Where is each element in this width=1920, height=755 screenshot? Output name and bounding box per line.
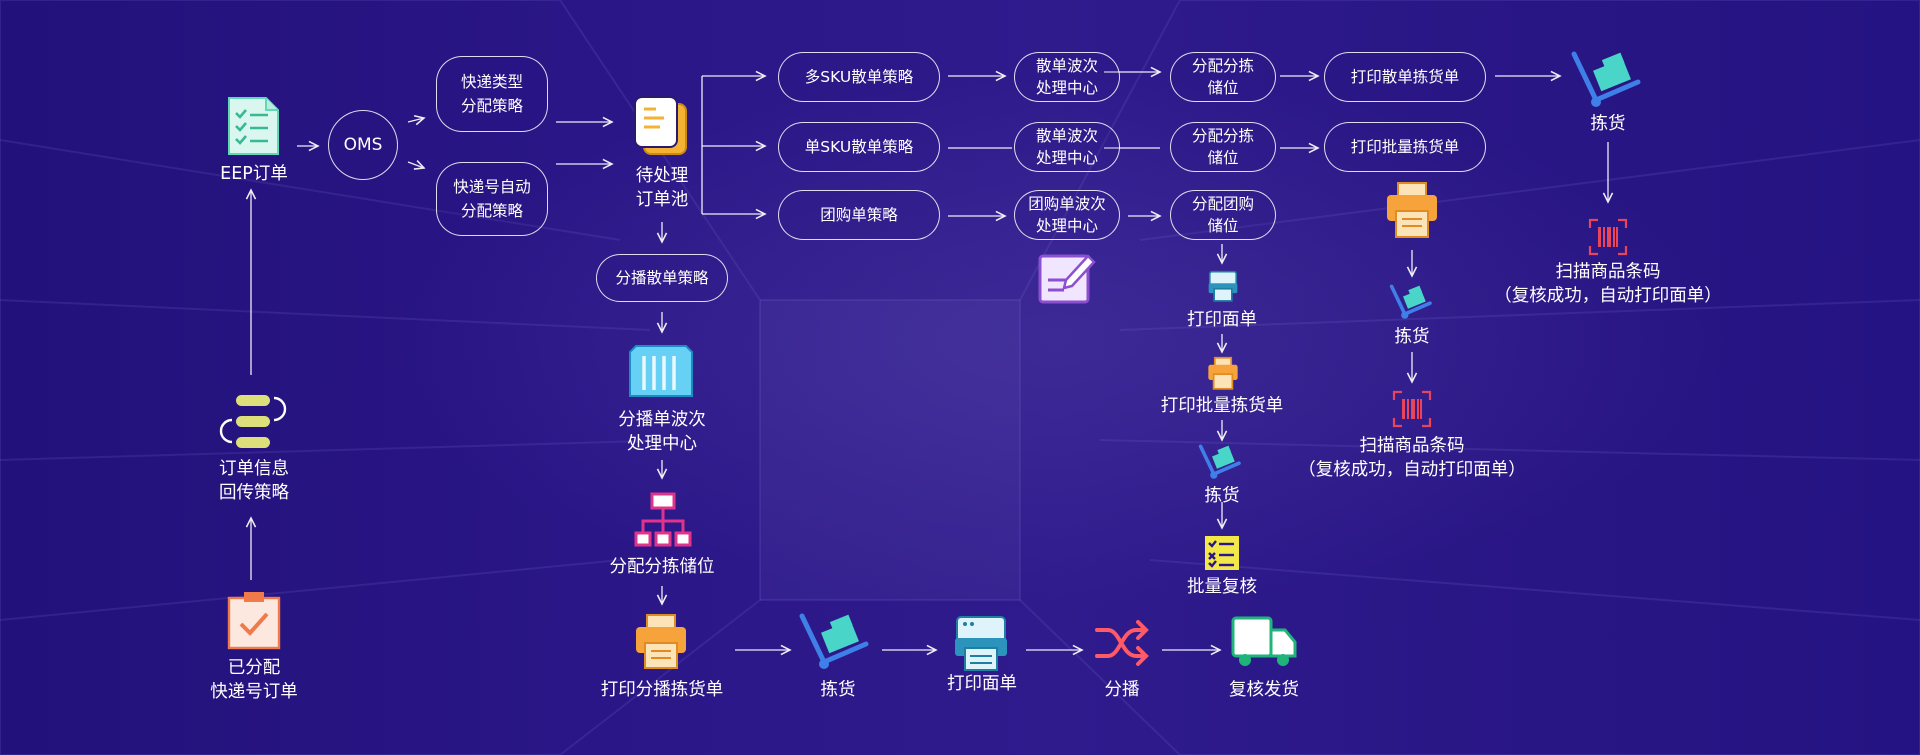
cart-icon — [799, 613, 869, 669]
assign-location-box: 分配分拣 储位 — [1170, 52, 1276, 102]
group-print-waybill-label: 打印面单 — [1187, 310, 1257, 330]
top-scan-label: 扫描商品条码 （复核成功，自动打印面单） — [1494, 262, 1722, 306]
seed-sort-label: 分播 — [1104, 680, 1140, 700]
printer-icon — [1208, 270, 1238, 302]
seed-pick-label: 拣货 — [820, 680, 856, 700]
edit-doc-icon — [1038, 254, 1096, 304]
mid-pick-label: 拣货 — [1394, 327, 1430, 347]
printer-icon — [1387, 182, 1437, 238]
seed-print-waybill-label: 打印面单 — [947, 674, 1017, 694]
multi-sku-strategy-box: 多SKU散单策略 — [778, 52, 940, 102]
eep-order-label: EEP订单 — [220, 164, 288, 184]
printer-icon — [1208, 356, 1238, 390]
group-buy-strategy-box: 团购单策略 — [778, 190, 940, 240]
mid-scan-label: 扫描商品条码 （复核成功，自动打印面单） — [1298, 436, 1526, 480]
seed-print-pick-label: 打印分播拣货单 — [600, 680, 724, 700]
top-pick-label: 拣货 — [1590, 114, 1626, 134]
group-pick-label: 拣货 — [1204, 486, 1240, 506]
org-tree-icon — [634, 492, 692, 547]
print-scatter-pick-box: 打印散单拣货单 — [1324, 52, 1486, 102]
group-print-batch-label: 打印批量拣货单 — [1160, 396, 1284, 416]
cart-icon — [1389, 284, 1432, 319]
printer-icon — [636, 614, 686, 669]
container-icon — [629, 345, 693, 397]
document-stack-icon — [634, 96, 687, 155]
barcode-scan-icon — [1392, 390, 1432, 428]
express-type-strategy-box: 快递类型 分配策略 — [436, 56, 548, 132]
single-sku-strategy-box: 单SKU散单策略 — [778, 122, 940, 172]
seed-ship-label: 复核发货 — [1229, 680, 1299, 700]
order-info-return-label: 订单信息 回传策略 — [219, 459, 289, 503]
cart-icon — [1198, 444, 1241, 479]
seed-wave-center-label: 分播单波次 处理中心 — [618, 410, 706, 454]
scatter-wave-center-box: 散单波次 处理中心 — [1014, 52, 1120, 102]
assigned-order-label: 已分配 快递号订单 — [210, 658, 298, 702]
express-no-auto-strategy-box: 快递号自动 分配策略 — [436, 162, 548, 236]
barcode-scan-icon — [1588, 218, 1628, 256]
truck-icon — [1231, 616, 1297, 666]
print-batch-pick-box: 打印批量拣货单 — [1324, 122, 1486, 172]
shuffle-icon — [1095, 620, 1149, 666]
clipboard-check-icon — [227, 592, 281, 650]
scatter-wave-center-box: 散单波次 处理中心 — [1014, 122, 1120, 172]
cart-icon — [1571, 51, 1641, 107]
seed-assign-location-label: 分配分拣储位 — [609, 557, 715, 577]
database-icon — [219, 395, 287, 448]
checklist-icon — [1205, 536, 1239, 570]
group-wave-center-box: 团购单波次 处理中心 — [1014, 190, 1120, 240]
seed-strategy-box: 分播散单策略 — [596, 254, 728, 302]
order-doc-icon — [228, 97, 279, 155]
pending-pool-label: 待处理 订单池 — [635, 166, 689, 210]
assign-location-box: 分配分拣 储位 — [1170, 122, 1276, 172]
assign-group-location-box: 分配团购 储位 — [1170, 190, 1276, 240]
printer-icon — [955, 616, 1007, 671]
oms-node: OMS — [328, 110, 398, 180]
group-batch-review-label: 批量复核 — [1187, 577, 1257, 597]
